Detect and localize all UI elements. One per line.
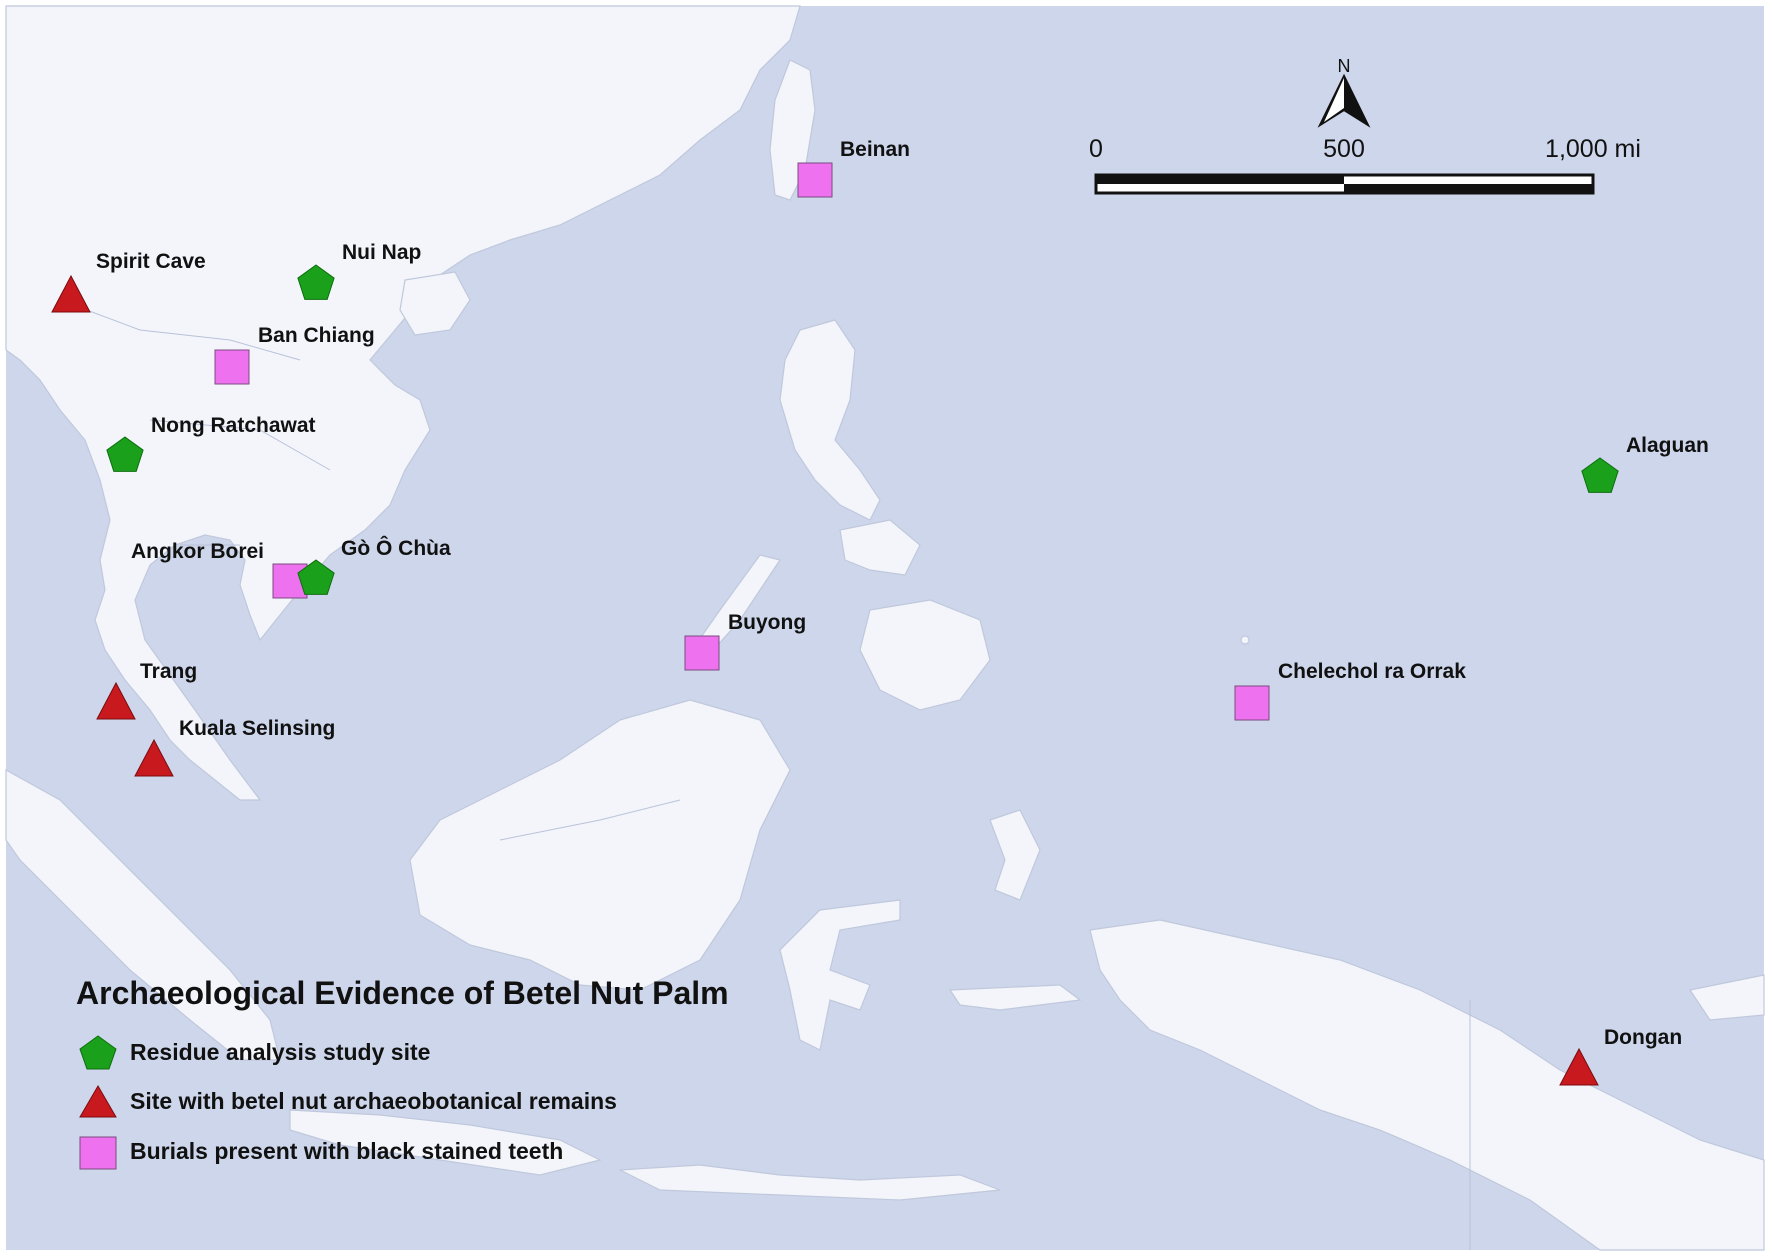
lesser-sundas bbox=[617, 1164, 1001, 1201]
mainland-asia bbox=[5, 5, 801, 801]
luzon bbox=[779, 319, 881, 521]
site-marker-nong-ratchawat-green-pentagon-icon[interactable] bbox=[106, 436, 144, 472]
sulawesi bbox=[779, 899, 901, 1051]
scale-bar: 0 500 1,000 mi bbox=[1089, 135, 1641, 195]
legend-title: Archaeological Evidence of Betel Nut Pal… bbox=[76, 975, 729, 1011]
north-label: N bbox=[1338, 56, 1351, 76]
scale-tick-0: 0 bbox=[1089, 135, 1103, 163]
palau bbox=[1240, 635, 1250, 645]
site-label-kuala-selinsing: Kuala Selinsing bbox=[179, 717, 335, 740]
scale-tick-1000: 1,000 mi bbox=[1545, 135, 1641, 163]
site-marker-chelechol-ra-orrak-pink-square-icon[interactable] bbox=[1234, 685, 1270, 721]
land-masses bbox=[5, 5, 1765, 1251]
legend-pink-square-icon bbox=[79, 1136, 117, 1170]
site-label-buyong: Buyong bbox=[728, 611, 806, 634]
site-marker-dongan-red-triangle-icon[interactable] bbox=[1559, 1047, 1599, 1086]
new-britain bbox=[1689, 974, 1765, 1021]
site-marker-kuala-selinsing-red-triangle-icon[interactable] bbox=[134, 738, 174, 777]
hainan bbox=[399, 271, 471, 336]
site-label-nui-nap: Nui Nap bbox=[342, 241, 421, 264]
new-guinea bbox=[1089, 919, 1765, 1251]
site-label-spirit-cave: Spirit Cave bbox=[96, 250, 206, 273]
legend-label-archaeobotanical: Site with betel nut archaeobotanical rem… bbox=[130, 1088, 617, 1114]
site-marker-spirit-cave-red-triangle-icon[interactable] bbox=[51, 274, 91, 313]
site-marker-buyong-pink-square-icon[interactable] bbox=[684, 635, 720, 671]
site-label-angkor-borei: Angkor Borei bbox=[131, 540, 264, 563]
site-label-ban-chiang: Ban Chiang bbox=[258, 324, 375, 347]
mindanao bbox=[859, 599, 991, 711]
moluccas bbox=[989, 809, 1041, 901]
java bbox=[289, 1109, 602, 1176]
legend-label-burials: Burials present with black stained teeth bbox=[130, 1138, 563, 1164]
site-marker-nui-nap-green-pentagon-icon[interactable] bbox=[297, 264, 335, 300]
site-label-go-o-chua: Gò Ô Chùa bbox=[341, 536, 451, 560]
scale-tick-500: 500 bbox=[1323, 135, 1365, 163]
legend: Archaeological Evidence of Betel Nut Pal… bbox=[76, 975, 729, 1170]
legend-label-residue: Residue analysis study site bbox=[130, 1039, 430, 1065]
legend-green-pentagon-icon bbox=[79, 1035, 117, 1070]
site-label-chelechol-ra-orrak: Chelechol ra Orrak bbox=[1278, 660, 1466, 683]
site-marker-beinan-pink-square-icon[interactable] bbox=[797, 162, 833, 198]
site-marker-alaguan-green-pentagon-icon[interactable] bbox=[1581, 457, 1619, 493]
legend-red-triangle-icon bbox=[79, 1085, 117, 1118]
sumatra bbox=[5, 768, 281, 1061]
site-label-nong-ratchawat: Nong Ratchawat bbox=[151, 414, 316, 437]
site-label-dongan: Dongan bbox=[1604, 1026, 1682, 1049]
site-label-trang: Trang bbox=[140, 660, 197, 683]
site-marker-ban-chiang-pink-square-icon[interactable] bbox=[214, 349, 250, 385]
site-marker-trang-red-triangle-icon[interactable] bbox=[96, 681, 136, 720]
borders bbox=[59, 299, 1471, 1250]
north-arrow: N bbox=[1317, 56, 1371, 128]
site-marker-go-o-chua-green-pentagon-icon[interactable] bbox=[297, 559, 335, 595]
seram bbox=[948, 984, 1082, 1011]
visayas bbox=[839, 519, 921, 576]
site-label-alaguan: Alaguan bbox=[1626, 434, 1709, 457]
site-label-beinan: Beinan bbox=[840, 138, 910, 161]
borneo bbox=[409, 699, 791, 991]
